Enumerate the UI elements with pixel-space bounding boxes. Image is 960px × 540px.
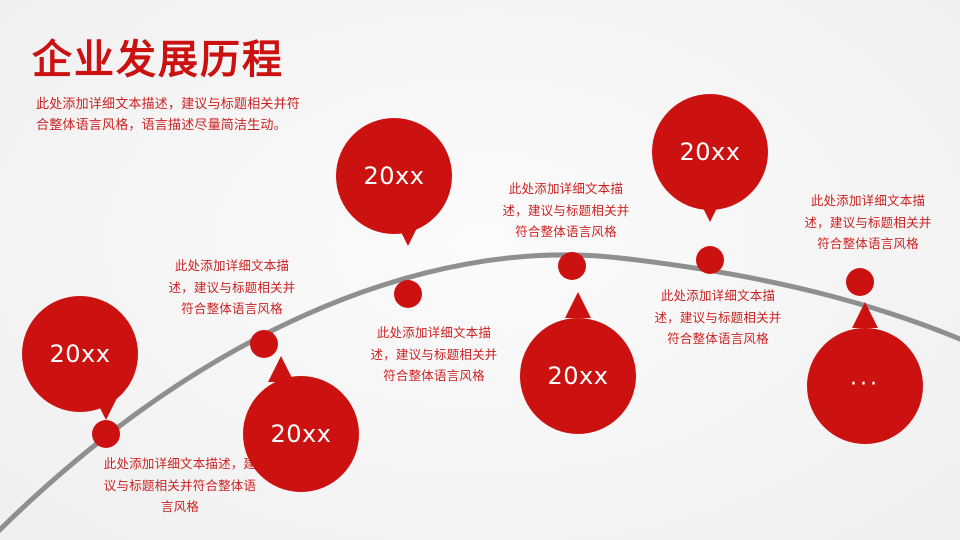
milestone-text-3: 此处添加详细文本描述，建议与标题相关并符合整体语言风格 [370, 325, 498, 383]
page-subtitle: 此处添加详细文本描述，建议与标题相关并符合整体语言风格，语言描述尽量简洁生动。 [36, 97, 301, 134]
milestone-text-1: 此处添加详细文本描述，建议与标题相关并符合整体语言风格 [103, 456, 257, 514]
milestone-year-1: 20xx [49, 340, 111, 368]
milestone-tail-6 [852, 302, 878, 328]
milestone-text-2: 此处添加详细文本描述，建议与标题相关并符合整体语言风格 [168, 258, 296, 316]
milestone-year-4: 20xx [547, 362, 609, 390]
milestone-balloon-1[interactable]: 20xx [22, 296, 138, 412]
milestone-balloon-4[interactable]: 20xx [520, 318, 636, 434]
milestone-tail-3 [395, 220, 421, 246]
milestone-dot-1[interactable] [92, 420, 120, 448]
milestone-balloon-2[interactable]: 20xx [243, 376, 359, 492]
milestone-dot-6[interactable] [846, 268, 874, 296]
milestone-year-5: 20xx [679, 138, 741, 166]
milestone-tail-5 [697, 196, 723, 222]
milestone-text-6: 此处添加详细文本描述，建议与标题相关并符合整体语言风格 [804, 193, 932, 251]
milestone-balloon-5[interactable]: 20xx [652, 94, 768, 210]
page-title: 企业发展历程 [32, 37, 284, 83]
milestone-text-4: 此处添加详细文本描述，建议与标题相关并符合整体语言风格 [502, 181, 630, 239]
milestone-dot-3[interactable] [394, 280, 422, 308]
milestone-tail-4 [565, 292, 591, 318]
milestone-dot-2[interactable] [250, 330, 278, 358]
milestone-text-5: 此处添加详细文本描述，建议与标题相关并符合整体语言风格 [654, 288, 782, 346]
milestone-dot-5[interactable] [696, 246, 724, 274]
milestone-balloon-6[interactable]: ··· [807, 328, 923, 444]
milestone-year-3: 20xx [363, 162, 425, 190]
milestone-tail-1 [93, 394, 119, 420]
milestone-year-2: 20xx [270, 420, 332, 448]
milestone-dot-4[interactable] [558, 252, 586, 280]
milestone-balloon-3[interactable]: 20xx [336, 118, 452, 234]
milestone-year-6: ··· [850, 371, 880, 397]
